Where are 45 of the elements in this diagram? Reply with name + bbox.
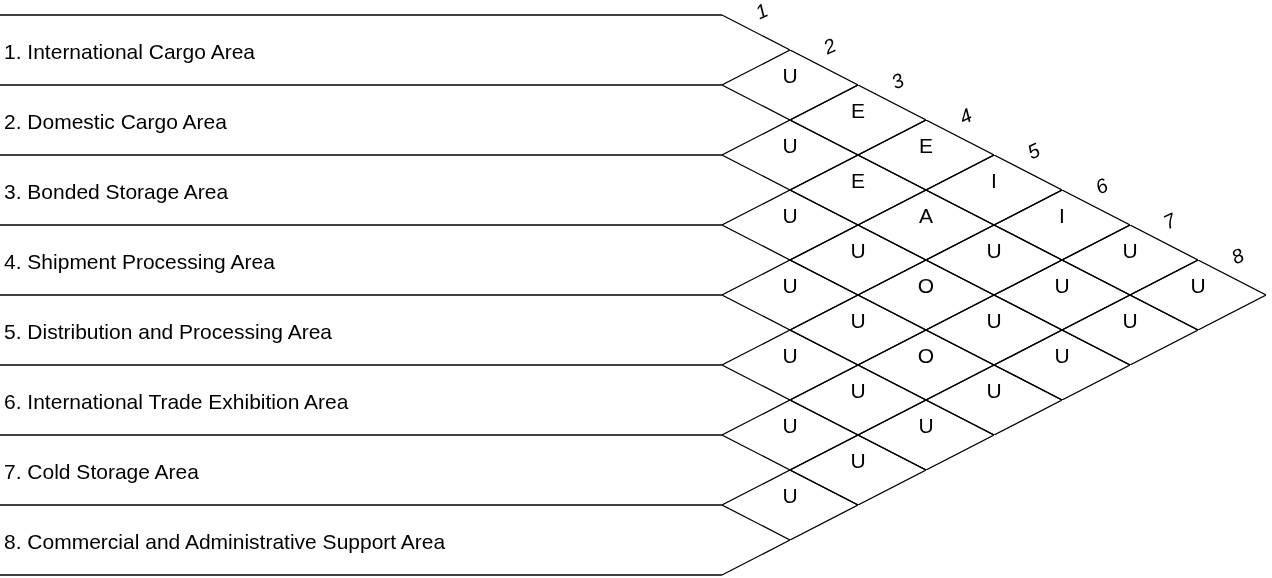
area-label: 5. Distribution and Processing Area (4, 321, 332, 342)
relationship-code: O (917, 274, 935, 296)
column-number: 3 (888, 69, 907, 93)
area-label: 7. Cold Storage Area (4, 461, 199, 482)
column-number: 1 (752, 0, 771, 23)
relationship-code: E (851, 169, 865, 191)
area-label: 1. International Cargo Area (4, 41, 255, 62)
relationship-code: U (782, 64, 798, 86)
relationship-code: E (919, 134, 933, 156)
column-number: 4 (956, 104, 975, 128)
relationship-code: U (986, 239, 1002, 261)
column-number: 6 (1092, 174, 1111, 198)
relationship-code: U (918, 414, 934, 436)
relationship-code: I (1059, 204, 1065, 226)
area-label: 4. Shipment Processing Area (4, 251, 275, 272)
column-number: 5 (1024, 139, 1043, 163)
relationship-code: U (850, 239, 866, 261)
relationship-code: U (850, 309, 866, 331)
column-number: 8 (1228, 244, 1247, 268)
relationship-code: E (851, 99, 865, 121)
column-number: 7 (1160, 209, 1179, 233)
relationship-code: U (1122, 309, 1138, 331)
relationship-code: U (1054, 344, 1070, 366)
relationship-code: U (986, 309, 1002, 331)
relationship-code: U (1122, 239, 1138, 261)
relationship-code: U (782, 274, 798, 296)
area-label: 2. Domestic Cargo Area (4, 111, 227, 132)
relationship-code: O (917, 344, 935, 366)
area-label: 6. International Trade Exhibition Area (4, 391, 349, 412)
relationship-code: U (782, 134, 798, 156)
relationship-diamond (722, 470, 858, 540)
relationship-code: U (1054, 274, 1070, 296)
relationship-code: U (986, 379, 1002, 401)
relationship-code: U (850, 379, 866, 401)
area-label: 8. Commercial and Administrative Support Area (4, 531, 446, 552)
column-number: 2 (820, 34, 839, 58)
area-label: 3. Bonded Storage Area (4, 181, 229, 202)
relationship-code: A (919, 204, 933, 226)
relationship-code: U (782, 484, 798, 506)
relationship-code: U (782, 204, 798, 226)
relationship-code: U (850, 449, 866, 471)
relationship-code: U (782, 344, 798, 366)
relationship-code: U (1190, 274, 1206, 296)
relationship-code: I (991, 169, 997, 191)
relationship-code: U (782, 414, 798, 436)
